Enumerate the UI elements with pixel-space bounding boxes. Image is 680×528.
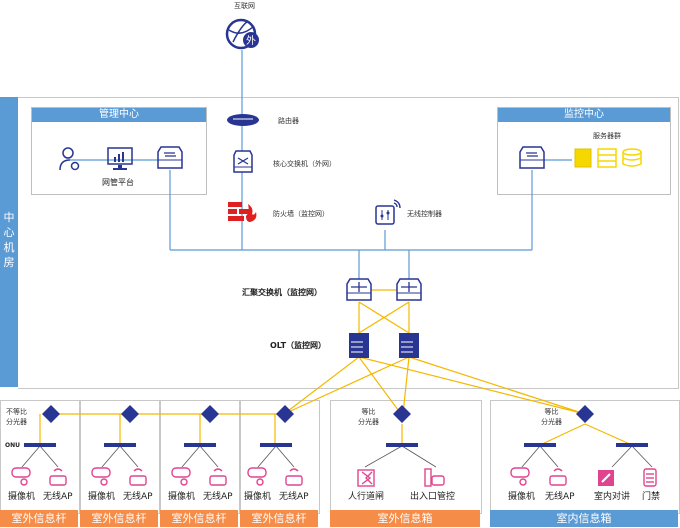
- olt2-indoor: [408, 356, 586, 415]
- wireless-ap-icon: [49, 468, 67, 486]
- router-label: 路由器: [278, 117, 299, 125]
- pedestrian-gate-icon: [357, 469, 375, 487]
- camera-icon: [510, 467, 530, 486]
- camera-icon: [171, 467, 191, 486]
- unequal-splitter-label: 不等比 分光器: [6, 408, 27, 426]
- splitter-icon: [276, 405, 294, 423]
- footer-outdoor-pole-3: 室外信息杆: [160, 510, 238, 527]
- footer-outdoor-pole-2: 室外信息杆: [80, 510, 158, 527]
- camera-label-2: 摄像机: [88, 492, 116, 502]
- olt2-pole4: [283, 356, 410, 415]
- server-group-icon: [574, 148, 642, 168]
- splitter-icon: [42, 405, 60, 423]
- access-control-icon: [643, 468, 657, 487]
- monitor-chart-icon: [107, 147, 133, 170]
- olt1-pole4: [283, 356, 360, 415]
- monitor-switch-icon: [519, 146, 545, 169]
- agg2-olt1: [358, 301, 410, 334]
- intercom-icon: [598, 470, 614, 486]
- camera-label-3: 摄像机: [168, 492, 196, 502]
- admin-user-icon: [59, 147, 80, 171]
- core-switch-icon: [233, 150, 253, 173]
- wireless-ap-icon: [129, 468, 147, 486]
- entrance-control-icon: [424, 468, 445, 487]
- internet-globe-icon: 外: [225, 18, 259, 50]
- footer-outdoor-pole-4: 室外信息杆: [240, 510, 318, 527]
- olt1-cabinet: [358, 356, 402, 415]
- olt-label: OLT（监控网）: [270, 341, 327, 350]
- ap-label-5: 无线AP: [545, 492, 575, 502]
- mgmt-switch-icon: [157, 146, 183, 169]
- server-group-label: 服务器群: [593, 132, 621, 140]
- gate-label: 人行道闸: [348, 492, 385, 502]
- onu-icon: [104, 443, 136, 447]
- mgmt-platform-label: 网管平台: [102, 178, 134, 187]
- wireless-controller-label: 无线控制器: [407, 210, 442, 218]
- olt-1-icon: [349, 333, 369, 358]
- internet-badge: 外: [246, 35, 256, 47]
- equal-splitter-label-indoor: 等比 分光器: [541, 408, 562, 426]
- entrance-label: 出入口管控: [410, 492, 456, 502]
- camera-icon: [11, 467, 31, 486]
- camera-icon: [247, 467, 267, 486]
- internet-label: 互联网: [234, 2, 255, 10]
- ap-label-2: 无线AP: [123, 492, 153, 502]
- management-center-panel: 管理中心: [31, 107, 207, 195]
- splitter-icon: [393, 405, 411, 423]
- aggregation-label: 汇聚交换机（监控网）: [242, 288, 322, 297]
- access-label: 门禁: [642, 492, 661, 502]
- ap-label-3: 无线AP: [203, 492, 233, 502]
- equal-splitter-label-cabinet: 等比 分光器: [358, 408, 379, 426]
- splitter-icon: [201, 405, 219, 423]
- camera-label-1: 摄像机: [8, 492, 36, 502]
- onu-label: ONU: [5, 442, 20, 449]
- camera-label-4: 摄像机: [244, 492, 272, 502]
- onu-icon: [184, 443, 216, 447]
- center-room-bar: [0, 97, 18, 387]
- wireless-controller-icon: [375, 199, 401, 225]
- splitter-icon: [121, 405, 139, 423]
- camera-icon: [91, 467, 111, 486]
- onu-icon: [260, 443, 292, 447]
- onu-icon: [524, 443, 556, 447]
- core-switch-label: 核心交换机（外网）: [273, 160, 336, 168]
- olt1-indoor: [358, 356, 586, 415]
- splitter-icon: [576, 405, 594, 423]
- olt2-cabinet: [402, 356, 410, 415]
- indoor-drop-2: [584, 423, 633, 446]
- aggregation-switch-2-icon: [396, 278, 422, 301]
- footer-outdoor-pole-1: 室外信息杆: [0, 510, 78, 527]
- center-room-label: 中心机房: [3, 211, 15, 269]
- wireless-ap-icon: [209, 468, 227, 486]
- intercom-label: 室内对讲: [594, 492, 631, 502]
- footer-indoor-cabinet: 室内信息箱: [490, 510, 678, 527]
- wireless-ap-icon: [549, 468, 567, 486]
- router-icon: [227, 114, 259, 126]
- ap-label-1: 无线AP: [43, 492, 73, 502]
- firewall-icon: [228, 202, 257, 222]
- management-center-title: 管理中心: [32, 108, 206, 122]
- footer-outdoor-cabinet: 室外信息箱: [330, 510, 480, 527]
- olt-2-icon: [399, 333, 419, 358]
- firewall-label: 防火墙（监控网）: [273, 210, 329, 218]
- aggregation-switch-1-icon: [346, 278, 372, 301]
- monitoring-center-title: 监控中心: [498, 108, 670, 122]
- camera-label-5: 摄像机: [508, 492, 536, 502]
- onu-icon: [386, 443, 418, 447]
- onu-icon: [616, 443, 648, 447]
- wireless-ap-icon: [285, 468, 303, 486]
- onu-icon: [24, 443, 56, 447]
- ap-label-4: 无线AP: [279, 492, 309, 502]
- indoor-drop-1: [539, 423, 586, 446]
